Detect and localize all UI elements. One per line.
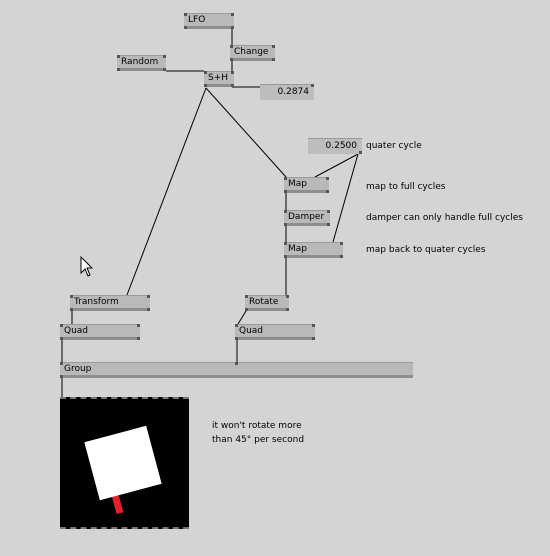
node-rotate[interactable]: Rotate	[245, 295, 289, 311]
node-group[interactable]: Group	[60, 362, 413, 378]
mouse-pointer-icon	[80, 256, 94, 277]
renderer-preview[interactable]	[60, 397, 189, 529]
node-transform-label: Transform	[74, 297, 119, 307]
wire-quarter-map2	[332, 153, 359, 243]
node-map-back[interactable]: Map	[284, 242, 343, 258]
comment-damper: damper can only handle full cycles	[366, 213, 523, 223]
wire-sh-map	[205, 87, 287, 178]
node-random[interactable]: Random	[117, 55, 166, 71]
node-sample-hold-label: S+H	[208, 73, 229, 83]
node-quad-right[interactable]: Quad	[235, 324, 315, 340]
node-group-label: Group	[64, 364, 92, 374]
node-quad-left[interactable]: Quad	[60, 324, 140, 340]
wire-rotate-quad	[237, 310, 247, 325]
node-sample-hold[interactable]: S+H	[204, 71, 234, 87]
node-damper-label: Damper	[288, 212, 325, 222]
node-damper[interactable]: Damper	[284, 210, 330, 226]
iobox-sh-output[interactable]: 0.2874	[260, 84, 314, 100]
wire-quarter-map1	[314, 153, 359, 178]
iobox-quarter-cycle[interactable]: 0.2500	[308, 138, 362, 154]
node-map-back-label: Map	[288, 244, 307, 254]
comment-rotate-line1: it won't rotate more	[212, 421, 302, 431]
comment-map-full: map to full cycles	[366, 182, 446, 192]
node-map-full[interactable]: Map	[284, 177, 329, 193]
iobox-sh-output-value: 0.2874	[277, 87, 310, 97]
comment-map-back: map back to quater cycles	[366, 245, 486, 255]
node-change[interactable]: Change	[230, 45, 275, 61]
node-map-full-label: Map	[288, 179, 307, 189]
wire-sh-transform	[126, 87, 207, 296]
node-quad-left-label: Quad	[64, 326, 89, 336]
node-rotate-label: Rotate	[249, 297, 279, 307]
node-quad-right-label: Quad	[239, 326, 264, 336]
node-lfo-label: LFO	[188, 15, 206, 25]
iobox-quarter-cycle-value: 0.2500	[325, 141, 358, 151]
node-change-label: Change	[234, 47, 269, 57]
comment-rotate-line2: than 45° per second	[212, 435, 305, 445]
renderer-scene	[84, 425, 162, 515]
node-random-label: Random	[121, 57, 159, 67]
comment-quarter-cycle: quater cycle	[366, 141, 422, 151]
node-transform[interactable]: Transform	[70, 295, 150, 311]
node-lfo[interactable]: LFO	[184, 13, 234, 29]
white-quad	[84, 425, 162, 501]
